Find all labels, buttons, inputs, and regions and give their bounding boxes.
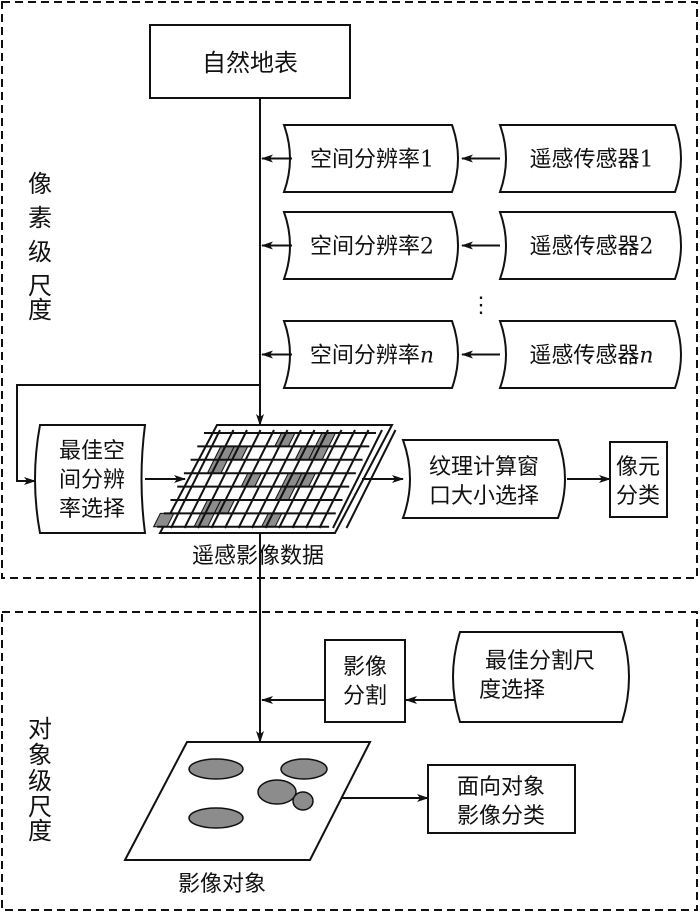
best-seg-scale-line: 最佳分割尺 [485,649,595,674]
grid-line [251,429,302,529]
best-seg-scale-node: 最佳分割尺 度选择 [452,631,630,723]
label-index: 1 [640,148,654,173]
image-object [257,779,297,805]
label-index: n [420,344,434,369]
grid-line [278,429,329,529]
grid-line [224,429,275,529]
rs-image-data-label: 遥感影像数据 [192,544,324,569]
label-index: n [639,344,653,369]
sensor-node: 遥感传感器1 [498,124,682,193]
pixel-scale-label: 像 素 级 尺 度 [28,170,52,324]
sensor-node: 遥感传感器n [498,320,682,389]
label-index: 2 [640,235,654,260]
label-text: 遥感传感器 [529,344,639,369]
image-object [280,758,328,780]
best-resolution-line: 最佳空 [59,439,125,464]
resolution-node-label: 空间分辨率2 [310,235,434,260]
natural-surface-node: 自然地表 [149,24,351,99]
sensor-node-label: 遥感传感器1 [529,148,653,173]
resolution-node: 空间分辨率1 [282,124,459,193]
loop-connector [16,384,260,485]
grid-line [197,429,248,529]
label-index: 2 [420,235,434,260]
label-text: 遥感传感器 [529,235,639,260]
grid-line [237,429,289,529]
pixel-scale-label-char: 像 [28,170,52,198]
pixel-scale-section [1,1,698,579]
grid-line [291,429,343,529]
object-scale-label-char: 度 [28,817,52,845]
sensor-node: 遥感传感器2 [498,211,682,280]
label-text: 空间分辨率 [310,344,420,369]
label-text: 空间分辨率 [310,148,420,173]
oo-classification-line: 面向对象 [457,775,545,800]
pixel-scale-label-char: 级 [28,238,52,266]
sensor-node-label: 遥感传感器n [529,344,653,369]
oo-classification-node: 面向对象 影像分类 [427,764,576,834]
object-scale-label-char: 级 [28,767,52,795]
resolution-node: 空间分辨率n [282,320,459,389]
texture-window-line: 纹理计算窗 [429,455,539,480]
image-object [188,758,244,780]
resolution-node-label: 空间分辨率1 [310,148,434,173]
segmentation-line: 影像 [343,655,387,680]
texture-window-line: 口大小选择 [429,484,539,509]
best-resolution-node: 最佳空 间分辨 率选择 [34,424,147,534]
rs-image-grid [152,424,397,534]
grid-line [170,429,221,529]
image-objects-node [123,741,372,861]
label-index: 1 [420,148,434,173]
best-resolution-line: 间分辨 [59,468,125,493]
natural-surface-label: 自然地表 [202,49,298,77]
best-resolution-line: 率选择 [59,497,125,522]
ellipsis: ⋮ [470,293,492,318]
segmentation-node: 影像 分割 [324,639,406,723]
pixel-scale-label-char: 度 [28,296,52,324]
grid-line [318,429,370,529]
label-text: 遥感传感器 [529,148,639,173]
object-scale-label: 对 象 级 尺 度 [28,715,52,845]
pixel-classification-line: 分类 [616,484,660,509]
pixel-scale-label-char: 尺 [28,272,52,300]
segmentation-line: 分割 [343,684,387,709]
grid-line [183,429,235,529]
image-object [188,807,244,829]
object-scale-section [1,611,698,911]
resolution-node-label: 空间分辨率n [310,344,434,369]
object-scale-label-char: 尺 [28,793,52,821]
label-text: 空间分辨率 [310,235,420,260]
resolution-node: 空间分辨率2 [282,211,459,280]
image-object [292,791,314,811]
object-scale-label-char: 象 [28,741,52,769]
texture-window-node: 纹理计算窗 口大小选择 [401,439,566,519]
pixel-classification-line: 像元 [616,455,660,480]
grid-line [210,429,262,529]
grid-line [305,429,356,529]
sensor-node-label: 遥感传感器2 [529,235,653,260]
grid-line [332,429,383,529]
image-objects-label: 影像对象 [178,872,266,897]
best-seg-scale-line: 度选择 [479,678,545,703]
oo-classification-line: 影像分类 [457,804,545,829]
pixel-scale-label-char: 素 [28,204,52,232]
pixel-classification-node: 像元 分类 [609,441,668,518]
grid-line [264,429,316,529]
object-scale-label-char: 对 [28,715,52,743]
